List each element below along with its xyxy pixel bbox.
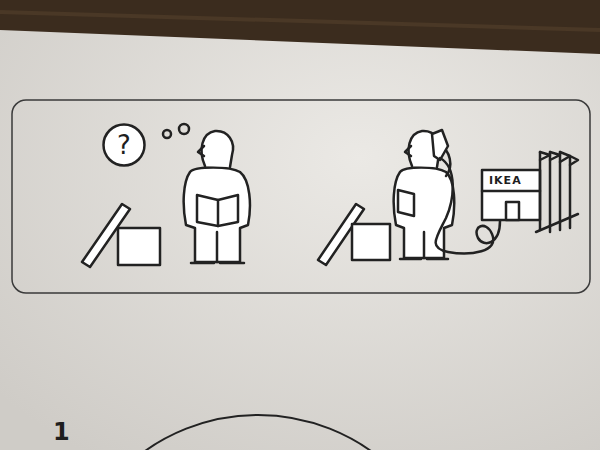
step-circle bbox=[63, 415, 453, 450]
man-reading bbox=[184, 131, 250, 263]
step-number: 1 bbox=[53, 418, 70, 446]
question-mark: ? bbox=[117, 130, 131, 160]
ikea-store bbox=[482, 152, 578, 232]
wood-grain bbox=[0, 12, 600, 30]
thought-dot bbox=[163, 130, 171, 138]
store-sign: IKEA bbox=[489, 174, 522, 187]
panel-frame bbox=[12, 100, 590, 293]
box bbox=[352, 224, 390, 260]
thought-bubble: ? bbox=[102, 123, 146, 167]
wood-table bbox=[0, 0, 600, 54]
box bbox=[118, 228, 160, 265]
thought-dot bbox=[179, 124, 189, 134]
